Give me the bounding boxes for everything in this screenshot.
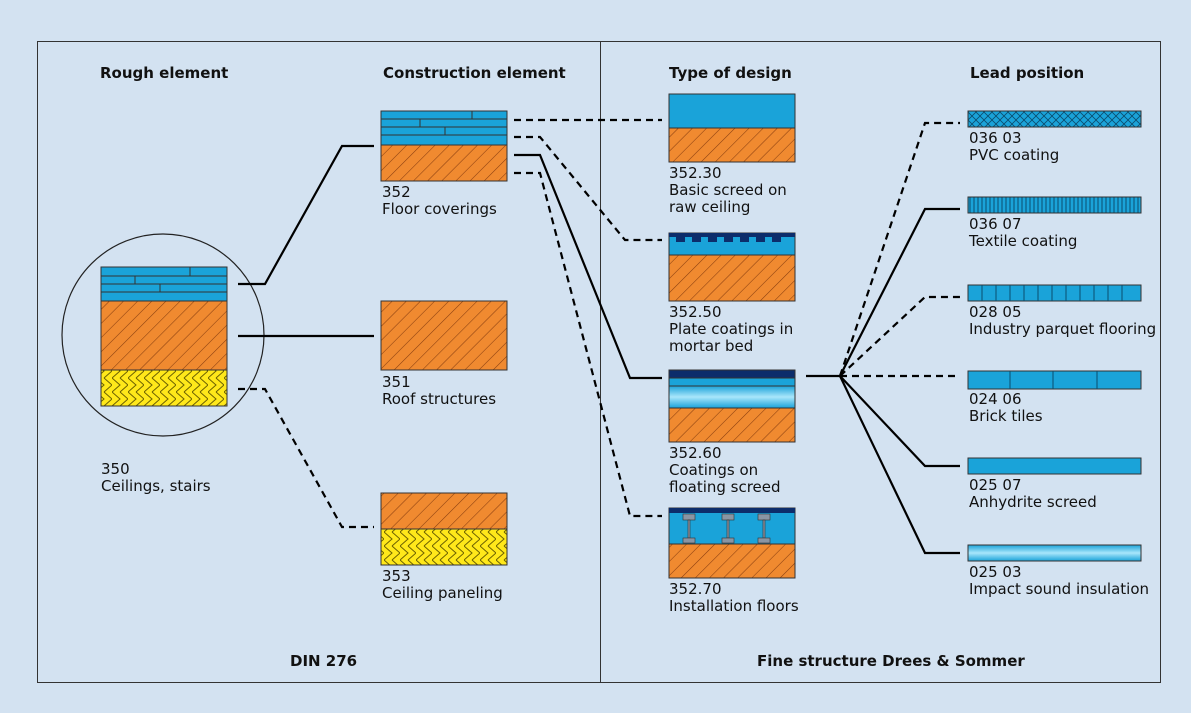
lead-name: Brick tiles — [969, 407, 1043, 425]
lead-name: Impact sound insulation — [969, 580, 1150, 598]
design-label-352-60: 352.60 Coatings on floating screed — [669, 445, 781, 496]
design-352-70-graphic — [668, 507, 796, 579]
footer-fine-structure: Fine structure Drees & Sommer — [757, 652, 1025, 670]
design-label-352-50: 352.50 Plate coatings in mortar bed — [669, 304, 793, 355]
design-name-line2: mortar bed — [669, 337, 754, 355]
lead-code: 036 07 — [969, 215, 1022, 233]
design-code: 352.60 — [669, 444, 722, 462]
design-name-line2: floating screed — [669, 478, 781, 496]
lead-name: Anhydrite screed — [969, 493, 1097, 511]
construction-label-353: 353 Ceiling paneling — [382, 568, 503, 602]
construction-name: Ceiling paneling — [382, 584, 503, 602]
construction-353-graphic — [380, 492, 508, 566]
design-name-line1: Coatings on — [669, 461, 759, 479]
lead-036-03-swatch — [967, 110, 1142, 128]
construction-name: Floor coverings — [382, 200, 497, 218]
header-type-of-design: Type of design — [669, 64, 792, 82]
design-352-30-graphic — [668, 93, 796, 163]
construction-label-351: 351 Roof structures — [382, 374, 496, 408]
header-construction-element: Construction element — [383, 64, 566, 82]
rough-element-label: 350 Ceilings, stairs — [101, 461, 211, 495]
rough-name: Ceilings, stairs — [101, 477, 211, 495]
connector-lines — [238, 118, 960, 555]
lead-name: Textile coating — [969, 232, 1078, 250]
design-code: 352.30 — [669, 164, 722, 182]
lead-label-036-03: 036 03 PVC coating — [969, 130, 1059, 164]
lead-name: PVC coating — [969, 146, 1060, 164]
lead-label-028-05: 028 05 Industry parquet flooring — [969, 304, 1156, 338]
lead-036-07-swatch — [967, 196, 1142, 214]
section-divider — [600, 41, 601, 683]
design-label-352-30: 352.30 Basic screed on raw ceiling — [669, 165, 787, 216]
design-code: 352.70 — [669, 580, 722, 598]
rough-code: 350 — [101, 460, 130, 478]
header-rough-element: Rough element — [100, 64, 229, 82]
construction-code: 351 — [382, 373, 411, 391]
lead-code: 024 06 — [969, 390, 1022, 408]
lead-label-025-03: 025 03 Impact sound insulation — [969, 564, 1149, 598]
design-name-line2: raw ceiling — [669, 198, 751, 216]
rough-element-graphic — [100, 266, 228, 407]
construction-352-graphic — [380, 110, 508, 182]
construction-label-352: 352 Floor coverings — [382, 184, 497, 218]
construction-code: 352 — [382, 183, 411, 201]
lead-028-05-swatch — [967, 284, 1142, 302]
design-name-line1: Basic screed on — [669, 181, 787, 199]
lead-code: 025 07 — [969, 476, 1022, 494]
header-lead-position: Lead position — [970, 64, 1085, 82]
lead-code: 025 03 — [969, 563, 1022, 581]
lead-025-07-swatch — [967, 457, 1142, 475]
design-name-line1: Installation floors — [669, 597, 799, 615]
design-code: 352.50 — [669, 303, 722, 321]
lead-code: 028 05 — [969, 303, 1022, 321]
construction-code: 353 — [382, 567, 411, 585]
design-label-352-70: 352.70 Installation floors — [669, 581, 799, 615]
footer-din-276: DIN 276 — [290, 652, 358, 670]
construction-name: Roof structures — [382, 390, 497, 408]
design-name-line1: Plate coatings in — [669, 320, 794, 338]
design-352-60-graphic — [668, 369, 796, 443]
diagram-frame — [37, 41, 1161, 683]
lead-label-025-07: 025 07 Anhydrite screed — [969, 477, 1097, 511]
lead-025-03-swatch — [967, 544, 1142, 562]
construction-351-graphic — [380, 300, 508, 371]
design-352-50-graphic — [668, 232, 796, 302]
lead-024-06-swatch — [967, 370, 1142, 390]
lead-label-036-07: 036 07 Textile coating — [969, 216, 1077, 250]
lead-name: Industry parquet flooring — [969, 320, 1157, 338]
lead-label-024-06: 024 06 Brick tiles — [969, 391, 1043, 425]
lead-code: 036 03 — [969, 129, 1022, 147]
